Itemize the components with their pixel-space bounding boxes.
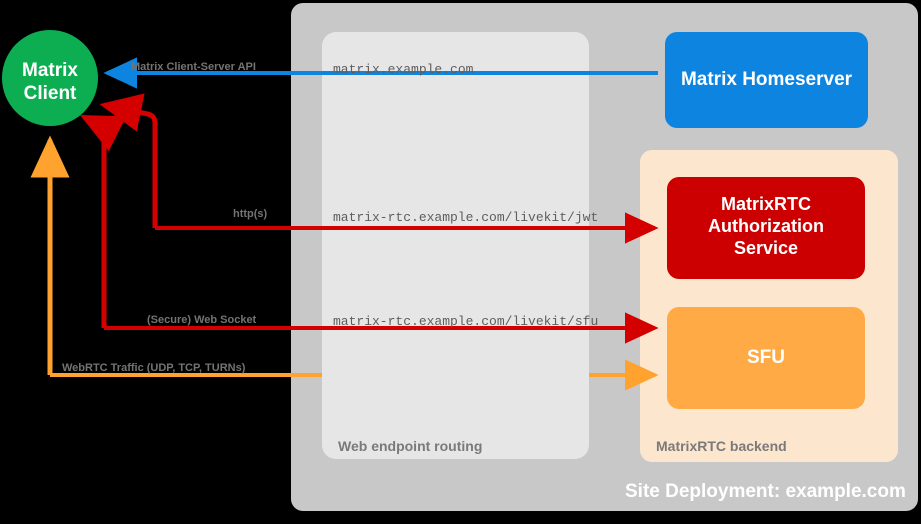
node-sfu[interactable] <box>667 307 865 409</box>
connection-label-webrtc-traffic: WebRTC Traffic (UDP, TCP, TURNs) <box>62 362 246 374</box>
endpoint-matrix-example-com: matrix.example.com <box>333 62 474 77</box>
connection-jwt-return <box>99 93 158 228</box>
connection-label-matrix-client-server-api: Matrix Client-Server API <box>131 61 256 73</box>
node-matrix-client-label: Matrix Client <box>22 60 78 105</box>
connection-label-http-s: http(s) <box>233 208 268 220</box>
connection-websocket-return <box>79 114 127 328</box>
node-matrixrtc-authorization-service[interactable] <box>667 177 865 279</box>
matrixrtc-backend-label: MatrixRTC backend <box>656 438 787 454</box>
connection-label-secure-web-socket: (Secure) Web Socket <box>147 314 257 326</box>
node-matrix-client[interactable] <box>2 30 98 126</box>
node-sfu-label: SFU <box>747 347 785 368</box>
web-endpoint-routing-panel <box>322 32 589 459</box>
endpoint-livekit-sfu: matrix-rtc.example.com/livekit/sfu <box>333 314 599 329</box>
node-matrix-homeserver-label: Matrix Homeserver <box>680 69 853 90</box>
node-matrix-homeserver[interactable] <box>665 32 868 128</box>
web-endpoint-routing-label: Web endpoint routing <box>338 438 483 454</box>
site-deployment-label: Site Deployment: example.com <box>625 481 906 502</box>
node-matrixrtc-authorization-service-label: MatrixRTC Authorization Service <box>708 194 824 258</box>
endpoint-livekit-jwt: matrix-rtc.example.com/livekit/jwt <box>333 210 599 225</box>
